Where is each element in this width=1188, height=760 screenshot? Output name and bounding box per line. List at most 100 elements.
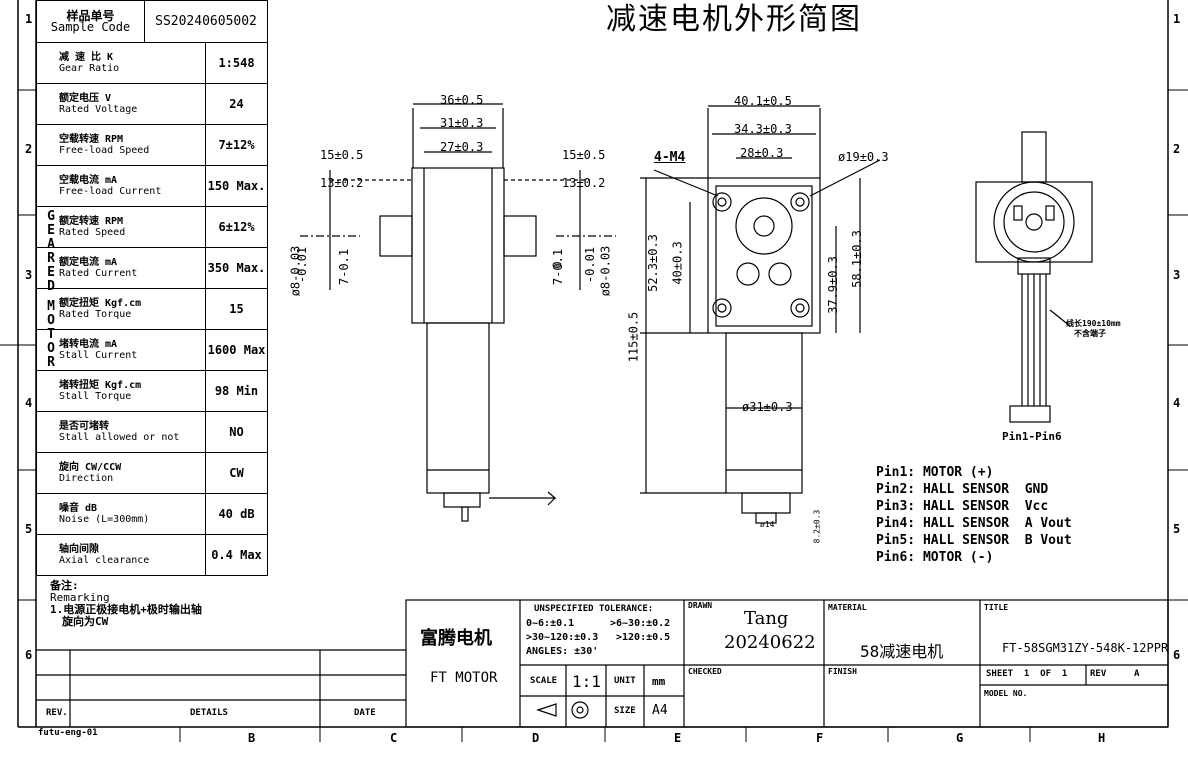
spec-value: CW (205, 452, 268, 494)
dim-label: 40±0.3 (670, 241, 685, 285)
date-column: DATE (354, 708, 376, 718)
vertical-letter: A (47, 237, 55, 252)
spec-label-cn: 空载转速 RPM (59, 134, 124, 145)
vertical-letter: D (47, 279, 55, 294)
spec-label-en: Free-load Current (59, 186, 162, 197)
spec-value: 24 (205, 83, 268, 125)
remark-en: Remarking (50, 591, 110, 604)
remark-title: 备注: (50, 579, 79, 592)
title-block-lines (36, 599, 1169, 728)
grid-letter: F (816, 731, 824, 745)
vertical-letter: R (47, 251, 55, 266)
dim-label: 36±0.5 (440, 93, 484, 107)
spec-label-cn: 空载电流 mA (59, 175, 118, 186)
spec-value: 150 Max. (205, 165, 268, 207)
spec-label-cn: 轴向间隙 (59, 544, 99, 555)
dim-label: 7-0.1 (337, 248, 352, 286)
side-view (640, 105, 881, 524)
dim-label: 13±0.2 (562, 176, 606, 190)
spec-value: 0.4 Max (205, 534, 268, 576)
vertical-letter: R (47, 355, 55, 370)
drawn-name: Tang (744, 608, 789, 629)
scale-label: SCALE (530, 676, 558, 686)
spec-label-en: Axial clearance (59, 555, 150, 566)
spec-label-cn: 减 速 比 K (59, 52, 114, 63)
wire-terminal-note: 不含端子 (1074, 329, 1106, 338)
dim-label: 52.3±0.3 (645, 234, 660, 292)
spec-value: 350 Max. (205, 247, 268, 289)
sample-code-label: 样品单号 Sample Code (36, 0, 145, 43)
vertical-letter: E (47, 223, 55, 238)
dim-label: 15±0.5 (562, 148, 606, 162)
size-value: A4 (652, 703, 668, 718)
spec-value: 98 Min (205, 370, 268, 412)
details-column: DETAILS (190, 708, 228, 718)
dim-label: 28±0.3 (740, 146, 784, 160)
grid-number: 1 (1173, 12, 1181, 26)
dim-label: 58.1±0.3 (849, 230, 864, 288)
spec-label-cn: 额定电流 mA (59, 257, 118, 268)
rear-view (975, 131, 1093, 423)
size-label: SIZE (614, 706, 636, 716)
spec-value: 40 dB (205, 493, 268, 535)
dim-label: 34.3±0.3 (734, 122, 792, 136)
grid-letter: C (390, 731, 398, 745)
dim-label: 27±0.3 (440, 140, 484, 154)
dim-label: 31±0.3 (440, 116, 484, 130)
checked-label: CHECKED (688, 667, 722, 676)
spec-label-en: Gear Ratio (59, 63, 120, 74)
spec-label-en: Noise (L=300mm) (59, 514, 150, 525)
spec-label-cn: 是否可堵转 (59, 421, 109, 432)
spec-label-en: Stall Torque (59, 391, 132, 402)
dim-label: ø19±0.3 (838, 150, 889, 164)
dim-label: 15±0.5 (320, 148, 364, 162)
vertical-letter: O (47, 341, 55, 356)
material-label: MATERIAL (828, 603, 867, 612)
file-name: futu-eng-01 (38, 728, 98, 738)
dim-label: ø14 (760, 520, 775, 529)
rev-column: REV. (46, 708, 68, 718)
model-label: MODEL NO. (984, 689, 1028, 698)
dim-label: 0 (550, 261, 565, 269)
spec-value: 1600 Max (205, 329, 268, 371)
spec-value: NO (205, 411, 268, 453)
spec-label-cn: 额定转速 RPM (59, 216, 124, 227)
grid-number: 4 (1173, 396, 1181, 410)
grid-number: 5 (25, 522, 33, 536)
spec-label-en: Rated Torque (59, 309, 132, 320)
sample-code-label-en: Sample Code (50, 19, 131, 34)
dim-label: 115±0.5 (626, 311, 641, 363)
grid-number: 4 (25, 396, 33, 410)
wire-length-note: 线长190±10mm (1066, 319, 1121, 328)
spec-label-en: Stall allowed or not (59, 432, 180, 443)
tolerance-2: >6~30:±0.2 (610, 618, 671, 629)
tolerance-title: UNSPECIFIED TOLERANCE: (534, 604, 654, 614)
tolerance-3: >30~120:±0.3 (526, 632, 599, 643)
rev-label: REV (1090, 669, 1107, 679)
spec-value: 7±12% (205, 124, 268, 166)
spec-label-cn: 额定扭矩 Kgf.cm (59, 298, 142, 309)
pin-list: Pin1: MOTOR (+) Pin2: HALL SENSOR GND Pi… (876, 465, 1072, 565)
spec-value: 1:548 (205, 42, 268, 84)
grid-letter: E (674, 731, 682, 745)
spec-label-en: Rated Speed (59, 227, 126, 238)
